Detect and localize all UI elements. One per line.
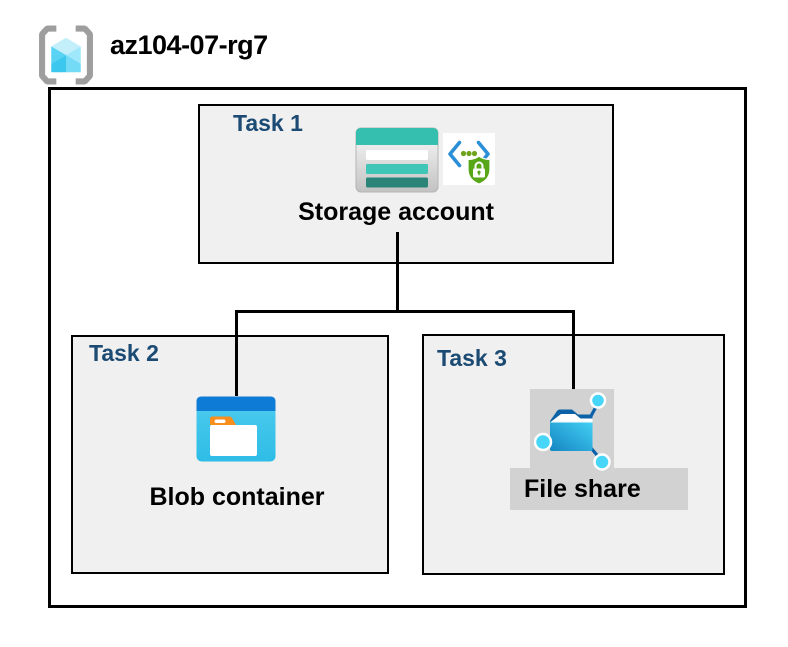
task1-label: Task 1 (233, 110, 303, 136)
task2-label: Task 2 (89, 340, 159, 366)
connector-to-fileshare (572, 310, 575, 391)
connector-horizontal (235, 310, 575, 313)
blob-container-label: Blob container (149, 483, 325, 511)
connector-storage-down (396, 232, 399, 312)
file-share-icon (534, 392, 611, 471)
shield-lock-glyph (467, 155, 491, 185)
connector-to-blob (235, 310, 238, 396)
resource-group-icon (39, 25, 93, 85)
file-share-label-background (510, 468, 688, 510)
blob-container-icon (196, 396, 276, 462)
resource-group-name: az104-07-rg7 (110, 30, 268, 60)
storage-account-icon (355, 127, 439, 193)
storage-account-label: Storage account (298, 198, 494, 226)
file-share-label: File share (524, 475, 641, 503)
task3-label: Task 3 (437, 345, 507, 371)
secure-access-icon (443, 133, 495, 185)
